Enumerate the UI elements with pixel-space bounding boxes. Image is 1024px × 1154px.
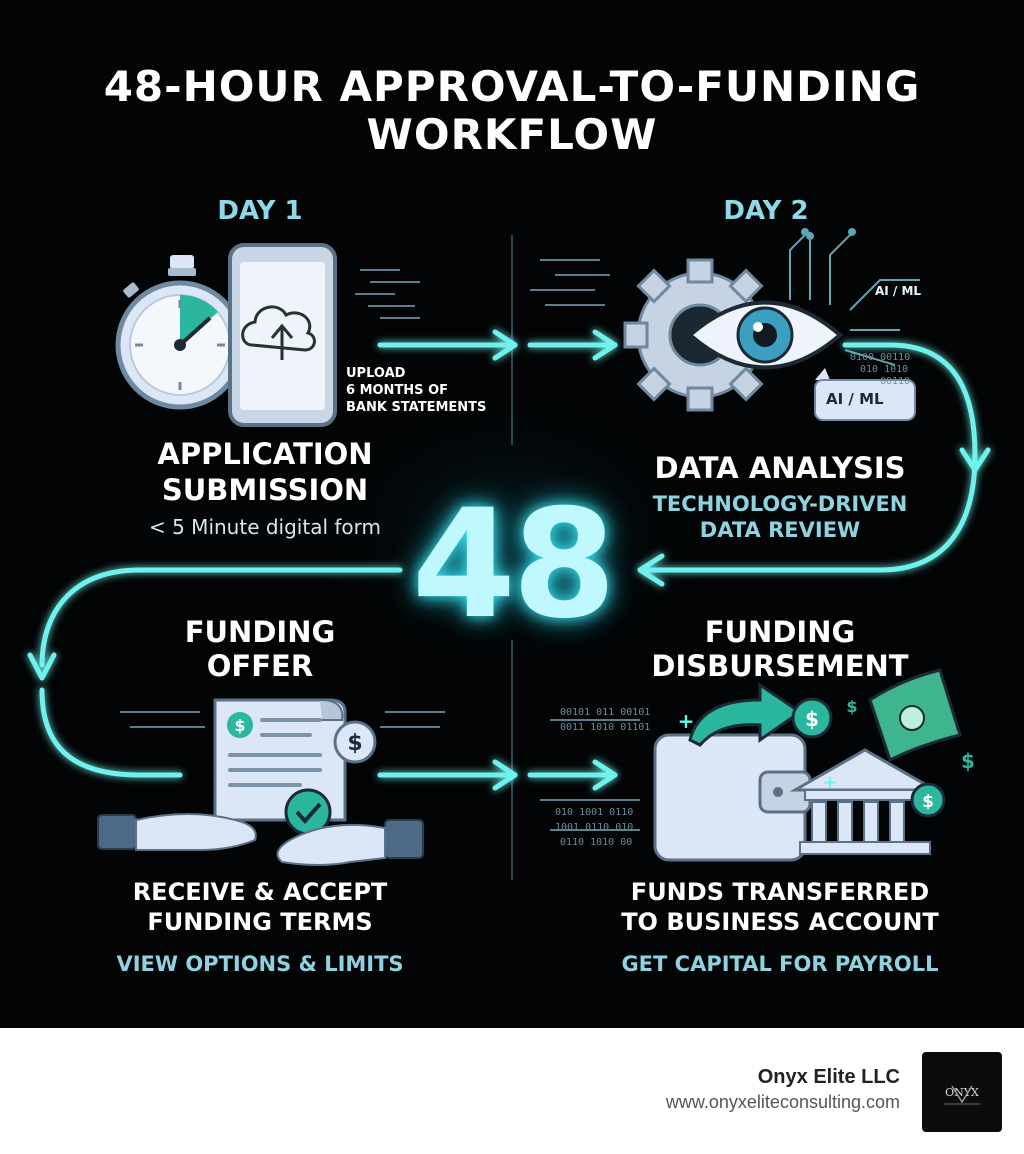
application-heading-line2: SUBMISSION: [161, 473, 369, 507]
offer-sub: VIEW OPTIONS & LIMITS: [116, 952, 404, 976]
svg-text:$: $: [234, 716, 245, 735]
svg-text:0110 1010 00: 0110 1010 00: [560, 837, 632, 848]
upload-note-line2: 6 MONTHS OF: [346, 383, 449, 398]
company-name: Onyx Elite LLC: [757, 1066, 900, 1088]
bank-icon: [789, 748, 941, 855]
page-title-line1: 48-HOUR APPROVAL-TO-FUNDING: [103, 62, 921, 111]
application-subtitle: < 5 Minute digital form: [148, 515, 381, 539]
data-streaks: [120, 259, 640, 831]
gear-eye-icon: [623, 258, 844, 412]
green-coins: $ $ $ $ + +: [678, 697, 975, 818]
footer: Onyx Elite LLC www.onyxeliteconsulting.c…: [0, 1028, 1024, 1154]
day2-label: DAY 2: [723, 196, 809, 226]
ai-ml-label: AI / ML: [826, 390, 884, 408]
svg-text:$: $: [347, 731, 362, 756]
analysis-sub-line1: TECHNOLOGY-DRIVEN: [652, 492, 908, 516]
application-heading-line1: APPLICATION: [157, 437, 373, 471]
workflow-graphics: 0100 00110 010 1010 00110 00101 011 0010…: [27, 228, 991, 880]
handshake-icon: [97, 813, 424, 866]
upload-note-line3: BANK STATEMENTS: [346, 400, 487, 415]
svg-text:+: +: [678, 709, 695, 733]
svg-text:0011 1010 01101: 0011 1010 01101: [560, 722, 650, 733]
svg-text:010 1010: 010 1010: [860, 364, 908, 375]
company-logo: ONYX: [922, 1052, 1002, 1132]
onyx-logo-icon: ONYX: [944, 1085, 980, 1105]
offer-desc-line2: FUNDING TERMS: [147, 908, 373, 936]
svg-text:00101 011 00101: 00101 011 00101: [560, 707, 650, 718]
offer-heading-line1: FUNDING: [184, 615, 336, 649]
disbursement-desc-line1: FUNDS TRANSFERRED: [630, 878, 930, 906]
circuit-lines: [789, 228, 920, 366]
page-title-line2: WORKFLOW: [366, 110, 658, 159]
money-bill-icon: [868, 668, 962, 763]
center-48: 48: [411, 478, 617, 652]
svg-text:$: $: [961, 749, 975, 773]
disbursement-sub: GET CAPITAL FOR PAYROLL: [621, 952, 939, 976]
svg-text:$: $: [846, 697, 857, 716]
phone-cloud-upload-icon: [228, 243, 337, 427]
disbursement-heading-line1: FUNDING: [704, 615, 856, 649]
svg-text:00110: 00110: [880, 376, 910, 387]
svg-text:010 1001 0110: 010 1001 0110: [555, 807, 633, 818]
document-check-icon: $: [213, 698, 347, 836]
wallet-icon: [653, 682, 812, 862]
offer-heading-line2: OFFER: [206, 649, 314, 683]
stopwatch-icon: [115, 255, 245, 410]
svg-text:+: +: [822, 772, 837, 793]
disbursement-heading-line2: DISBURSEMENT: [651, 649, 909, 683]
disbursement-desc-line2: TO BUSINESS ACCOUNT: [621, 908, 939, 936]
svg-text:0100 00110: 0100 00110: [850, 352, 910, 363]
ai-ml-bubble: [814, 368, 916, 421]
offer-desc-line1: RECEIVE & ACCEPT: [132, 878, 388, 906]
svg-text:$: $: [805, 707, 819, 731]
svg-text:1001 0110 010: 1001 0110 010: [555, 822, 633, 833]
analysis-sub-line2: DATA REVIEW: [699, 518, 861, 542]
dollar-coin-icon: $: [333, 720, 377, 764]
upload-note: UPLOAD 6 MONTHS OF BANK STATEMENTS: [346, 365, 486, 416]
flow-arrows: [27, 329, 991, 791]
company-url[interactable]: www.onyxeliteconsulting.com: [665, 1092, 900, 1112]
day1-label: DAY 1: [217, 196, 303, 226]
ai-ml-label-small: AI / ML: [875, 284, 922, 298]
logo-text: ONYX: [945, 1086, 979, 1099]
svg-text:$: $: [922, 792, 934, 812]
analysis-heading: DATA ANALYSIS: [654, 451, 906, 485]
infographic: 0100 00110 010 1010 00110 00101 011 0010…: [0, 0, 1024, 1028]
upload-note-line1: UPLOAD: [346, 366, 406, 381]
binary-text: 0100 00110 010 1010 00110 00101 011 0010…: [555, 352, 910, 848]
